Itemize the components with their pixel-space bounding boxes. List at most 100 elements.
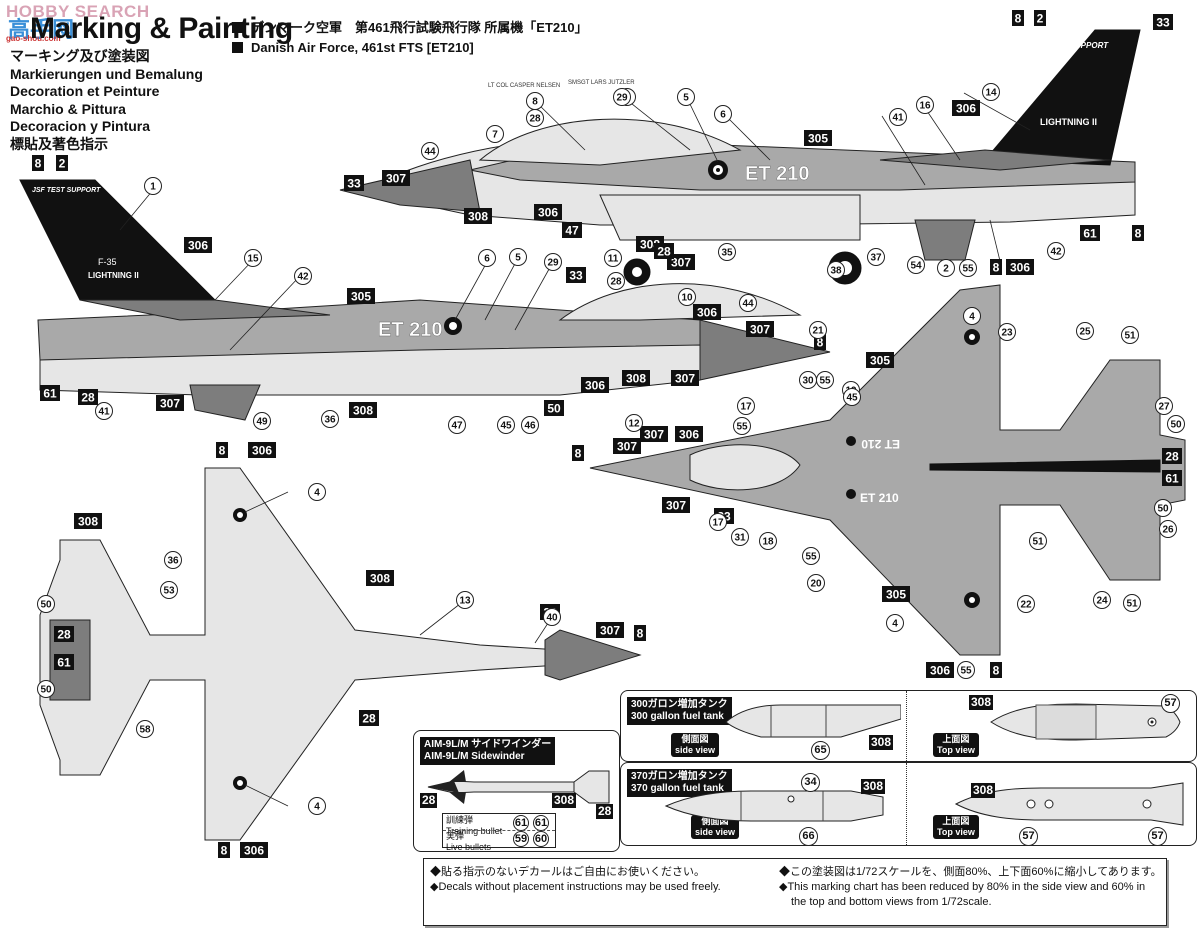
svg-text:55: 55 — [819, 376, 831, 387]
sidewinder-title-ja: AIM-9L/M サイドワインダー — [424, 739, 552, 750]
svg-text:6: 6 — [720, 110, 726, 121]
upper-side-view-decal-callout: 8 — [526, 92, 544, 110]
svg-text:51: 51 — [1126, 599, 1138, 610]
upper-side-view-paint-code: 8 — [32, 155, 44, 171]
sidewinder-drawing — [427, 770, 610, 804]
top-view-decal-callout: 17 — [709, 513, 727, 531]
svg-text:306: 306 — [956, 102, 976, 116]
svg-text:4: 4 — [314, 488, 320, 499]
bottom-view-paint-code: 28 — [54, 626, 74, 642]
bottom-view-decal-callout: 58 — [136, 720, 154, 738]
svg-text:50: 50 — [1170, 420, 1182, 431]
tank-370-side-code: 308 — [861, 779, 886, 794]
bottom-view-decal-callout: 50 — [37, 680, 55, 698]
upper-side-view-decal-callout: 35 — [718, 243, 736, 261]
svg-text:29: 29 — [547, 258, 559, 269]
lower-side-view-decal-callout: 5 — [509, 248, 527, 266]
lang-de: Markierungen und Bemalung — [10, 65, 203, 82]
svg-text:307: 307 — [644, 428, 664, 442]
svg-text:308: 308 — [353, 404, 373, 418]
bottom-view-decal-callout: 53 — [160, 581, 178, 599]
svg-text:45: 45 — [500, 421, 512, 432]
upper-side-view-decal-callout: 5 — [677, 88, 695, 106]
top-view: ET 210 ET 210 — [589, 284, 1186, 656]
lower-side-view-decal-callout: 42 — [294, 267, 312, 285]
svg-text:306: 306 — [679, 428, 699, 442]
svg-text:24: 24 — [1096, 596, 1108, 607]
svg-text:55: 55 — [962, 264, 974, 275]
top-view-decal-callout: 55 — [959, 259, 977, 277]
svg-text:8: 8 — [817, 336, 824, 350]
upper-side-view-decal-callout: 16 — [916, 96, 934, 114]
upper-side-view-decal-callout: 14 — [982, 83, 1000, 101]
top-view-decal-callout: 22 — [1017, 595, 1035, 613]
upper-side-view: ET 210 JSF TEST SUPPORT LIGHTNING II LT … — [339, 29, 1141, 286]
svg-text:10: 10 — [681, 293, 693, 304]
upper-side-view-paint-code: 2 — [1034, 10, 1046, 26]
bottom-view-paint-code: 8 — [634, 625, 646, 641]
svg-text:33: 33 — [347, 177, 361, 191]
svg-text:8: 8 — [993, 261, 1000, 275]
serial-lower: ET 210 — [378, 319, 442, 341]
svg-text:306: 306 — [188, 239, 208, 253]
svg-text:6: 6 — [484, 254, 490, 265]
upper-side-view-decal-callout: 42 — [1047, 242, 1065, 260]
watermark-text: HOBBY SEARCH — [6, 2, 150, 21]
svg-text:306: 306 — [1010, 261, 1030, 275]
upper-side-view-paint-code: 8 — [1132, 225, 1144, 241]
svg-text:50: 50 — [40, 685, 52, 696]
upper-side-view-paint-code: 308 — [464, 208, 492, 224]
svg-text:2: 2 — [943, 264, 949, 275]
svg-text:47: 47 — [565, 224, 579, 238]
top-view-decal-callout: 31 — [731, 528, 749, 546]
svg-text:308: 308 — [468, 210, 488, 224]
svg-text:49: 49 — [256, 417, 268, 428]
svg-text:28: 28 — [657, 245, 671, 259]
upper-side-view-paint-code: 2 — [56, 155, 68, 171]
svg-text:17: 17 — [740, 402, 752, 413]
svg-text:41: 41 — [98, 407, 110, 418]
svg-text:8: 8 — [1015, 12, 1022, 26]
upper-side-view-paint-code: 306 — [534, 204, 562, 220]
svg-text:305: 305 — [808, 132, 828, 146]
svg-text:308: 308 — [78, 515, 98, 529]
sidewinder-code-fins: 28 — [596, 804, 614, 819]
top-view-paint-code: 8 — [990, 259, 1002, 275]
top-view-paint-code: 8 — [572, 445, 584, 461]
lower-side-view-paint-code: 308 — [349, 402, 377, 418]
panel-divider — [906, 691, 907, 831]
svg-text:306: 306 — [252, 444, 272, 458]
bottom-view-decal-callout: 4 — [308, 483, 326, 501]
svg-text:50: 50 — [547, 402, 561, 416]
svg-text:61: 61 — [57, 656, 71, 670]
upper-side-view-decal-callout: 41 — [889, 108, 907, 126]
note-right-en-1: ◆This marking chart has been reduced by … — [779, 881, 1146, 893]
bottom-view-decal-callout: 4 — [308, 797, 326, 815]
lang-zh: 標貼及著色指示 — [10, 135, 108, 152]
lang-ja: マーキング及び塗装図 — [10, 48, 150, 64]
tank-300-top-code: 308 — [969, 695, 994, 710]
svg-text:13: 13 — [459, 596, 471, 607]
svg-text:8: 8 — [637, 627, 644, 641]
upper-side-view-paint-code: 8 — [1012, 10, 1024, 26]
lower-side-view-decal-callout: 47 — [448, 416, 466, 434]
watermark-cn: 高手网 — [8, 17, 75, 42]
sidewinder-code-body: 308 — [552, 793, 577, 808]
svg-text:1: 1 — [150, 182, 156, 193]
tank-300-top-drawing — [990, 703, 1181, 741]
lower-side-view-paint-code: 308 — [622, 370, 650, 386]
svg-text:15: 15 — [247, 254, 259, 265]
top-view-decal-callout: 55 — [957, 661, 975, 679]
upper-side-view-paint-code: 305 — [804, 130, 832, 146]
lower-side-view-paint-code: 306 — [693, 304, 721, 320]
upper-side-view-decal-callout: 44 — [421, 142, 439, 160]
lower-side-view-paint-code: 306 — [184, 237, 212, 253]
svg-text:307: 307 — [600, 624, 620, 638]
